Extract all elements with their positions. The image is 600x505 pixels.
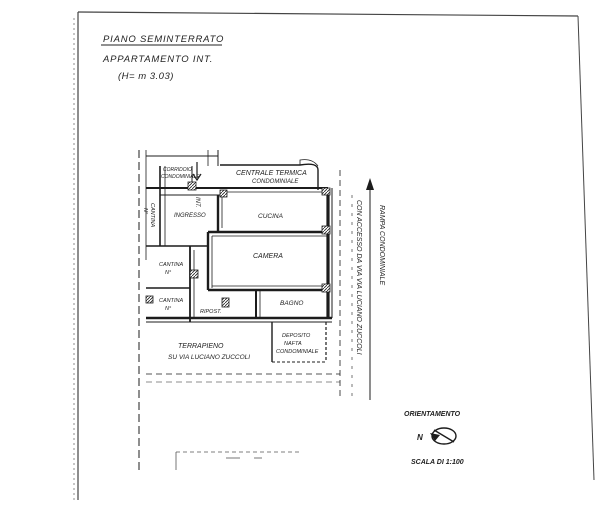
label-nafta-condominiale: CONDOMINIALE [276, 349, 319, 355]
north-arrow-icon [366, 178, 374, 190]
label-cantina-c-num: N° [165, 306, 172, 312]
label-rampa: RAMPA CONDOMINIALE [378, 205, 385, 285]
label-cantina-b-num: N° [165, 270, 172, 276]
label-centrale-termica: CENTRALE TERMICA [236, 170, 307, 177]
orientation-label: ORIENTAMENTO [404, 411, 461, 418]
scale-label: SCALA DI 1:100 [411, 459, 464, 466]
label-cantina-a: CANTINA [149, 203, 155, 227]
orientation-block: ORIENTAMENTO N SCALA DI 1:100 [404, 411, 464, 466]
label-ingresso: INGRESSO [174, 213, 206, 219]
label-corridoio: CORRIDOIO [163, 167, 192, 173]
header-apartment: APPARTAMENTO INT. [102, 54, 213, 65]
label-cantina-c: CANTINA [159, 298, 183, 304]
label-condominiale-corridor: CONDOMINIALE [161, 174, 200, 180]
structural-pillars [145, 181, 331, 308]
plan-header: PIANO SEMINTERRATO APPARTAMENTO INT. (H=… [101, 34, 224, 82]
plan-walls [138, 150, 353, 470]
room-labels: CORRIDOIO CONDOMINIALE INT. CANTINA N° I… [142, 167, 319, 361]
label-ripost: RIPOST. [200, 309, 222, 315]
label-cucina: CUCINA [258, 213, 283, 220]
label-bagno: BAGNO [280, 300, 303, 307]
access-annotation: RAMPA CONDOMINIALE CON ACCESSO DA VIA VI… [355, 178, 385, 400]
sheet-frame [73, 11, 595, 500]
label-cantina-a-num: N° [142, 208, 148, 215]
label-terrapieno: TERRAPIENO [178, 343, 224, 350]
compass-icon [430, 427, 457, 445]
compass-north: N [417, 433, 423, 442]
header-height: (H= m 3.03) [118, 71, 174, 82]
label-centrale-condominiale: CONDOMINIALE [252, 179, 299, 185]
label-cantina-b: CANTINA [159, 262, 183, 268]
bottom-marks [175, 451, 300, 470]
label-camera: CAMERA [253, 253, 283, 260]
label-deposito: DEPOSITO [282, 333, 311, 339]
label-accesso: CON ACCESSO DA VIA VIA LUCIANO ZUCCOLI [355, 200, 362, 355]
label-terrapieno-via: SU VIA LUCIANO ZUCCOLI [168, 354, 250, 361]
label-int: INT. [194, 197, 200, 208]
header-title: PIANO SEMINTERRATO [103, 34, 224, 45]
entry-arrow-icon [192, 162, 202, 182]
label-nafta: NAFTA [284, 341, 302, 347]
